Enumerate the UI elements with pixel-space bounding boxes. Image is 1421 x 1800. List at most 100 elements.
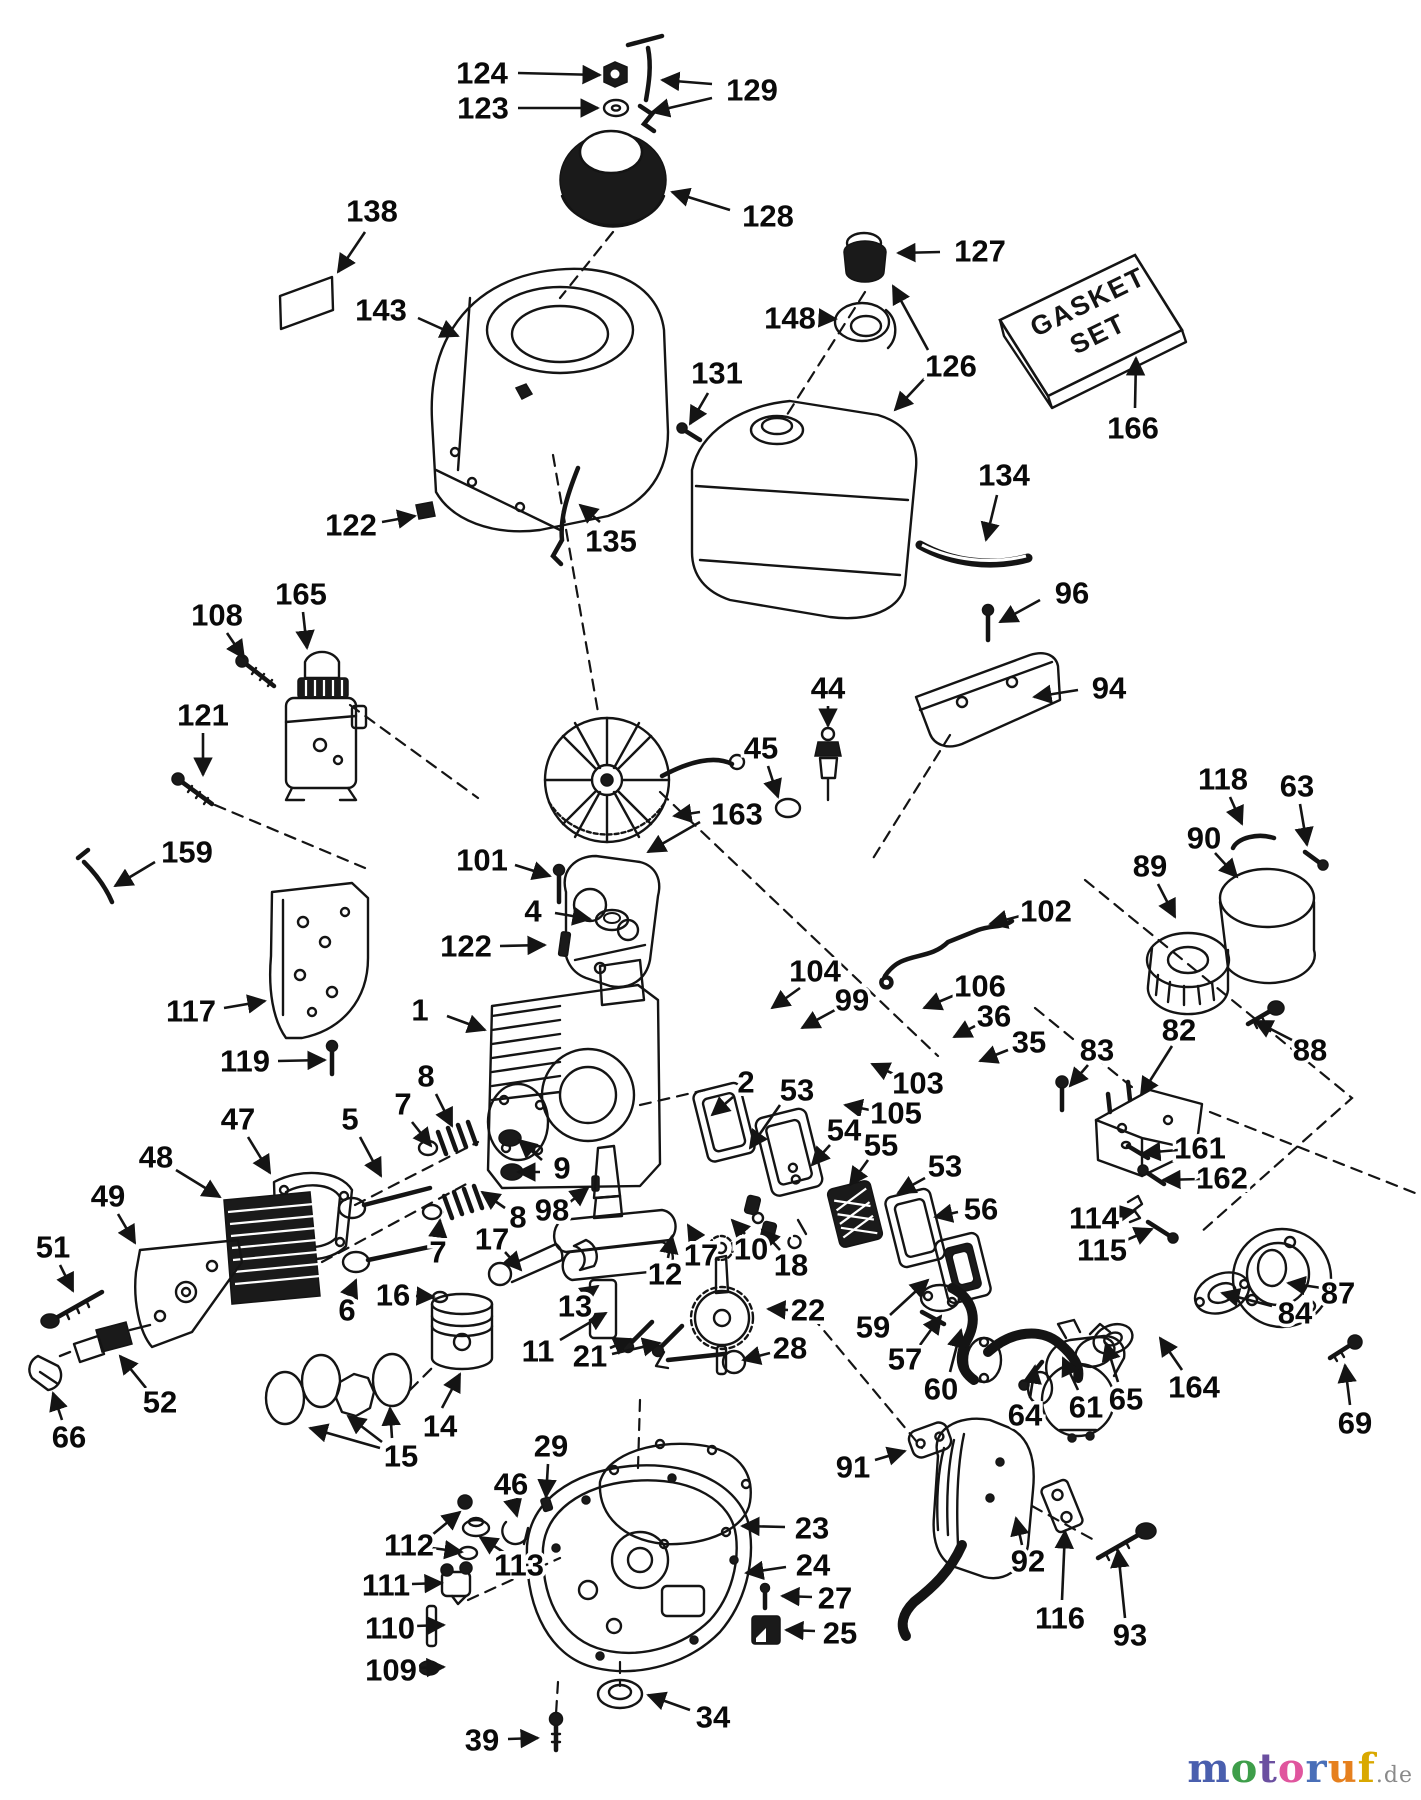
part-label-112: 112 — [384, 1528, 434, 1563]
part-label-93: 93 — [1113, 1618, 1147, 1653]
part-label-163: 163 — [711, 797, 763, 832]
decal-138 — [278, 275, 335, 331]
oil-pan-24 — [525, 1464, 753, 1673]
part-label-114: 114 — [1069, 1201, 1120, 1236]
part-label-8: 8 — [417, 1059, 434, 1094]
callout-arrow-39 — [507, 1728, 540, 1749]
part-label-166: 166 — [1107, 411, 1159, 446]
callout-arrow-27 — [780, 1586, 813, 1607]
callout-arrow-17 — [502, 1250, 523, 1272]
callout-arrow-138 — [336, 231, 367, 274]
stud-115 — [1145, 1219, 1179, 1244]
part-label-82: 82 — [1162, 1013, 1196, 1048]
part-label-129: 129 — [726, 73, 778, 108]
part-label-65: 65 — [1109, 1382, 1143, 1417]
part-label-161: 161 — [1174, 1131, 1226, 1166]
oil-seal-34 — [596, 1678, 644, 1710]
callout-arrow-53 — [896, 1175, 926, 1195]
bracket-117 — [268, 881, 370, 1040]
camshaft-gear-22 — [689, 1234, 755, 1376]
callout-arrow-53 — [748, 1104, 782, 1150]
callout-arrow-102 — [988, 910, 1021, 929]
kill-wire-159 — [75, 847, 115, 905]
callout-arrow-64 — [1022, 1364, 1042, 1399]
watermark-letter: m — [1187, 1745, 1231, 1792]
part-label-28: 28 — [773, 1331, 807, 1366]
flywheel-163 — [543, 716, 746, 844]
part-label-53: 53 — [928, 1149, 962, 1184]
part-label-135: 135 — [585, 524, 637, 559]
callout-arrow-17 — [686, 1223, 706, 1246]
callout-arrow-124 — [517, 64, 602, 85]
callout-arrow-5 — [358, 1136, 383, 1178]
part-label-103: 103 — [892, 1066, 944, 1101]
part-label-98: 98 — [535, 1193, 569, 1228]
part-label-59: 59 — [856, 1310, 890, 1345]
part-label-99: 99 — [835, 983, 869, 1018]
part-label-47: 47 — [221, 1102, 255, 1137]
callout-arrow-48 — [175, 1168, 222, 1199]
callout-arrow-9 — [517, 1138, 543, 1161]
part-label-90: 90 — [1187, 821, 1221, 856]
callout-arrow-28 — [741, 1346, 771, 1366]
part-label-25: 25 — [823, 1616, 857, 1651]
callout-arrow-165 — [295, 611, 315, 650]
callout-arrow-108 — [225, 632, 246, 660]
screw-101 — [552, 863, 566, 905]
assembly-dashed-lines — [213, 230, 1417, 1716]
magneto-coil — [563, 854, 661, 989]
reed-block-55 — [826, 1180, 884, 1248]
callout-arrow-88 — [1253, 1019, 1293, 1042]
lock-plate-116 — [1040, 1478, 1084, 1534]
part-label-1: 1 — [411, 993, 428, 1028]
callout-arrow-34 — [646, 1691, 691, 1712]
part-label-17: 17 — [684, 1238, 718, 1273]
watermark-motoruf: motoruf.de — [1187, 1745, 1413, 1792]
callout-arrow-15 — [346, 1414, 383, 1444]
part-label-64: 64 — [1008, 1398, 1043, 1433]
part-label-15: 15 — [384, 1439, 418, 1474]
callout-arrow-162 — [1161, 1169, 1201, 1190]
fuel-cap-127 — [843, 231, 887, 283]
callout-arrow-111 — [411, 1573, 444, 1594]
part-label-91: 91 — [836, 1450, 870, 1485]
part-label-165: 165 — [275, 577, 327, 612]
callout-arrow-8 — [480, 1190, 506, 1211]
part-label-121: 121 — [177, 698, 229, 733]
callout-arrow-15 — [381, 1406, 401, 1439]
callout-arrow-112 — [431, 1540, 464, 1560]
callout-arrow-126 — [891, 284, 930, 351]
part-label-87: 87 — [1321, 1276, 1355, 1311]
callout-arrow-135 — [578, 503, 601, 524]
callout-arrow-25 — [784, 1620, 816, 1641]
fuel-tank-126 — [690, 399, 918, 620]
part-label-51: 51 — [36, 1230, 70, 1265]
callout-arrow-96 — [998, 598, 1041, 624]
piston-14 — [430, 1292, 494, 1371]
part-label-106: 106 — [954, 969, 1006, 1004]
callout-arrow-159 — [113, 860, 156, 888]
part-label-36: 36 — [977, 999, 1011, 1034]
callout-arrow-57 — [918, 1314, 943, 1346]
screw-96 — [981, 603, 995, 643]
part-label-104: 104 — [789, 954, 841, 989]
part-label-164: 164 — [1168, 1370, 1220, 1405]
callout-arrow-15 — [308, 1423, 381, 1450]
callout-arrow-113 — [478, 1535, 506, 1555]
part-label-53: 53 — [780, 1073, 814, 1108]
part-label-138: 138 — [346, 194, 398, 229]
muffler-92 — [897, 1417, 1035, 1641]
part-label-5: 5 — [341, 1102, 358, 1137]
part-label-18: 18 — [774, 1248, 808, 1283]
callout-arrow-54 — [810, 1144, 831, 1167]
part-label-9: 9 — [553, 1151, 570, 1186]
part-label-44: 44 — [811, 671, 846, 706]
part-label-7: 7 — [394, 1087, 411, 1122]
callout-arrow-166 — [1125, 356, 1146, 409]
callout-arrow-104 — [770, 986, 801, 1010]
part-label-122: 122 — [325, 508, 377, 543]
part-label-96: 96 — [1055, 576, 1089, 611]
callout-arrow-2 — [710, 1096, 734, 1117]
